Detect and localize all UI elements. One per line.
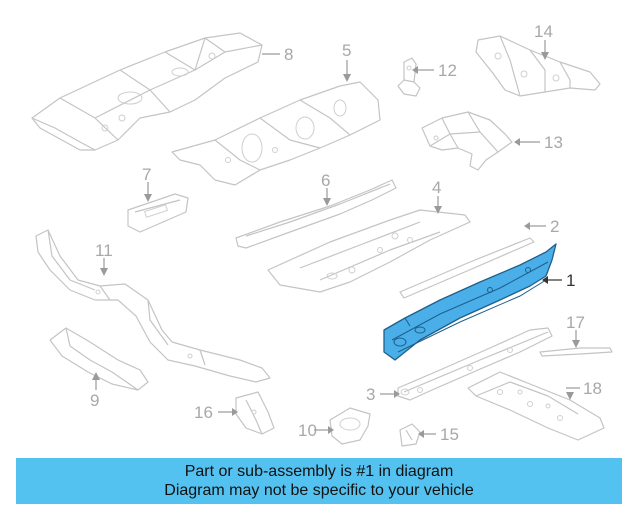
callout-18: 18 <box>583 379 602 398</box>
part-4[interactable] <box>267 209 471 293</box>
part-17[interactable] <box>539 347 613 357</box>
callout-5: 5 <box>342 41 351 60</box>
part-11[interactable] <box>35 229 271 383</box>
callout-10: 10 <box>298 421 317 440</box>
callout-6: 6 <box>321 171 330 190</box>
banner-line-2: Diagram may not be specific to your vehi… <box>164 482 474 499</box>
callout-11: 11 <box>95 241 113 260</box>
part-8[interactable] <box>31 32 263 151</box>
part-5[interactable] <box>171 81 381 186</box>
part-18[interactable] <box>467 371 605 441</box>
callout-7: 7 <box>142 165 151 184</box>
info-banner: Part or sub-assembly is #1 in diagram Di… <box>16 458 622 504</box>
part-13[interactable] <box>421 111 513 171</box>
callout-3: 3 <box>366 385 375 404</box>
part-14[interactable] <box>475 35 601 97</box>
part-1-highlighted[interactable] <box>383 243 557 361</box>
part-7[interactable] <box>127 193 189 233</box>
callout-9: 9 <box>90 391 99 410</box>
part-10[interactable] <box>329 407 371 445</box>
part-3[interactable] <box>397 327 553 401</box>
part-15[interactable] <box>399 423 421 447</box>
part-16[interactable] <box>235 391 275 435</box>
callout-12: 12 <box>438 61 457 80</box>
callout-1: 1 <box>566 271 575 290</box>
callout-4: 4 <box>432 178 441 197</box>
banner-line-1: Part or sub-assembly is #1 in diagram <box>184 463 454 480</box>
callout-16: 16 <box>194 403 213 422</box>
callout-13: 13 <box>544 133 563 152</box>
part-12[interactable] <box>397 57 421 97</box>
callout-15: 15 <box>440 425 459 444</box>
callout-17: 17 <box>566 313 585 332</box>
callout-14: 14 <box>534 22 553 41</box>
part-9[interactable] <box>49 327 149 391</box>
callout-8: 8 <box>284 45 293 64</box>
part-6[interactable] <box>235 179 397 249</box>
part-2[interactable] <box>399 237 535 299</box>
callout-2: 2 <box>550 217 559 236</box>
parts-diagram: 8 5 12 14 <box>31 22 613 447</box>
